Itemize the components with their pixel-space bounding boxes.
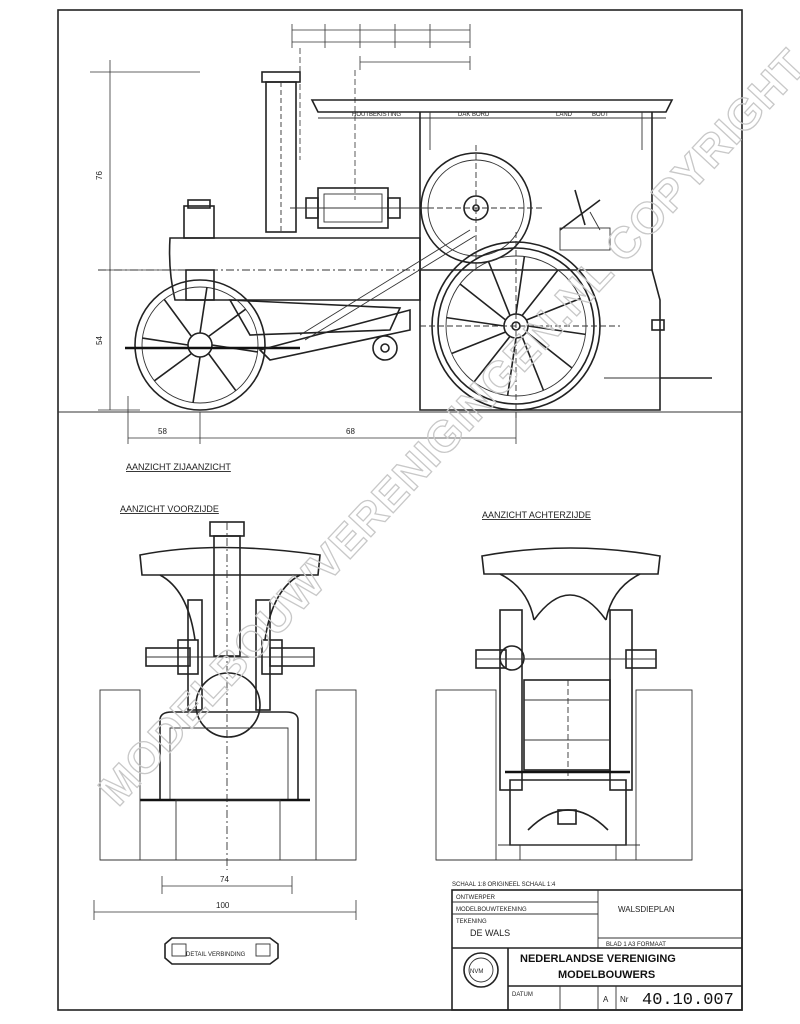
tender-body [419,269,712,411]
nvm-logo-text: NVM [470,969,483,975]
wheel-spoke [487,261,511,316]
detail-caption: DETAIL VERBINDING [186,952,246,958]
rear-left-wheel [435,689,497,861]
wheel-spoke [446,316,505,327]
rear-right-wheel [635,689,693,861]
nvm-logo [463,952,499,988]
roof-label: BOUT [592,112,609,118]
rear-view-caption: AANZICHT ACHTERZIJDE [482,510,591,520]
title-field-drawing: TEKENING [456,919,487,925]
front-view: AANZICHT VOORZIJDE 74 100 [93,504,357,920]
wheel-spoke [153,352,192,382]
dimension-wheelbase: 68 [346,427,355,436]
flywheel [410,145,542,270]
wheel-spoke [142,337,189,346]
rear-view: AANZICHT ACHTERZIJDE [435,510,693,861]
wheel-spoke [525,331,573,369]
roof-label: HOUTBEKISTING [352,112,401,118]
control-levers [559,189,611,251]
roof-label: DAK BORD [458,112,490,118]
front-roller-wheel [125,269,300,411]
front-smokebox [159,711,299,801]
chimney [261,71,301,233]
rear-roof [481,547,661,575]
wheel-spoke [473,335,511,383]
org-name-line1: NEDERLANDSE VERENIGING [520,953,676,965]
drawing-number: 40.10.007 [642,991,734,1010]
org-name-line2: MODELBOUWERS [558,969,655,981]
perch-linkage [258,229,476,361]
side-view-caption: AANZICHT ZIJAANZICHT [126,462,231,472]
title-field-drawing-type: MODELBOUWTEKENING [456,907,527,913]
rear-firebox [523,679,611,771]
detail-sketch: DETAIL VERBINDING [164,937,279,965]
copyright-watermark: MODELBOUWVERENIGINGEN.NL COPYRIGHT [89,40,800,815]
wheel-spoke [526,297,581,321]
wheel-spoke [207,353,237,392]
dimension-front-width: 74 [220,875,229,884]
sheet-info: BLAD 1 A3 FORMAAT [606,942,666,948]
side-view: 76 54 HOUTBEKISTING DAK BORD LAND BOUT [90,24,712,472]
date-label: DATUM [512,992,533,998]
wheel-spoke [515,256,526,315]
wheel-spoke [163,298,193,337]
bottom-dimensions: 58 68 [127,396,517,444]
title-field-designer: ONTWERPER [456,895,496,901]
top-dimension-chain [291,24,471,200]
title-block: SCHAAL 1:8 ORIGINEEL SCHAAL 1:4 ONTWERPE… [451,882,743,1011]
drawing-border [57,9,743,1011]
wheel-spoke [506,337,517,396]
wheel-spoke [192,356,201,403]
wheel-spoke [527,325,586,336]
front-right-roller [315,689,357,861]
front-view-caption: AANZICHT VOORZIJDE [120,504,219,514]
wheel-spoke [199,287,208,334]
drawing-title: WALSDIEPLAN [618,905,675,914]
dimension-front-wheel: 58 [158,427,167,436]
scale-note: SCHAAL 1:8 ORIGINEEL SCHAAL 1:4 [452,882,556,888]
front-bottom-dimensions: 74 100 [93,875,357,920]
dimension-overall-height: 76 [95,171,104,180]
front-roof [139,546,321,576]
cylinder-block [290,187,430,229]
size-label: A [603,995,609,1004]
drawing-subject: DE WALS [470,928,510,938]
wheel-spoke [208,308,247,338]
boiler [98,199,430,336]
wheel-spoke [451,331,506,355]
roof-label: LAND [556,112,573,118]
dimension-overall-width: 100 [216,901,230,910]
wheel-spoke [521,336,545,391]
number-label: Nr [620,995,629,1004]
dimension-lower-height: 54 [95,336,104,345]
wheel-spoke [459,283,507,321]
rear-driving-wheel [420,232,620,420]
wheel-spoke [521,269,559,317]
